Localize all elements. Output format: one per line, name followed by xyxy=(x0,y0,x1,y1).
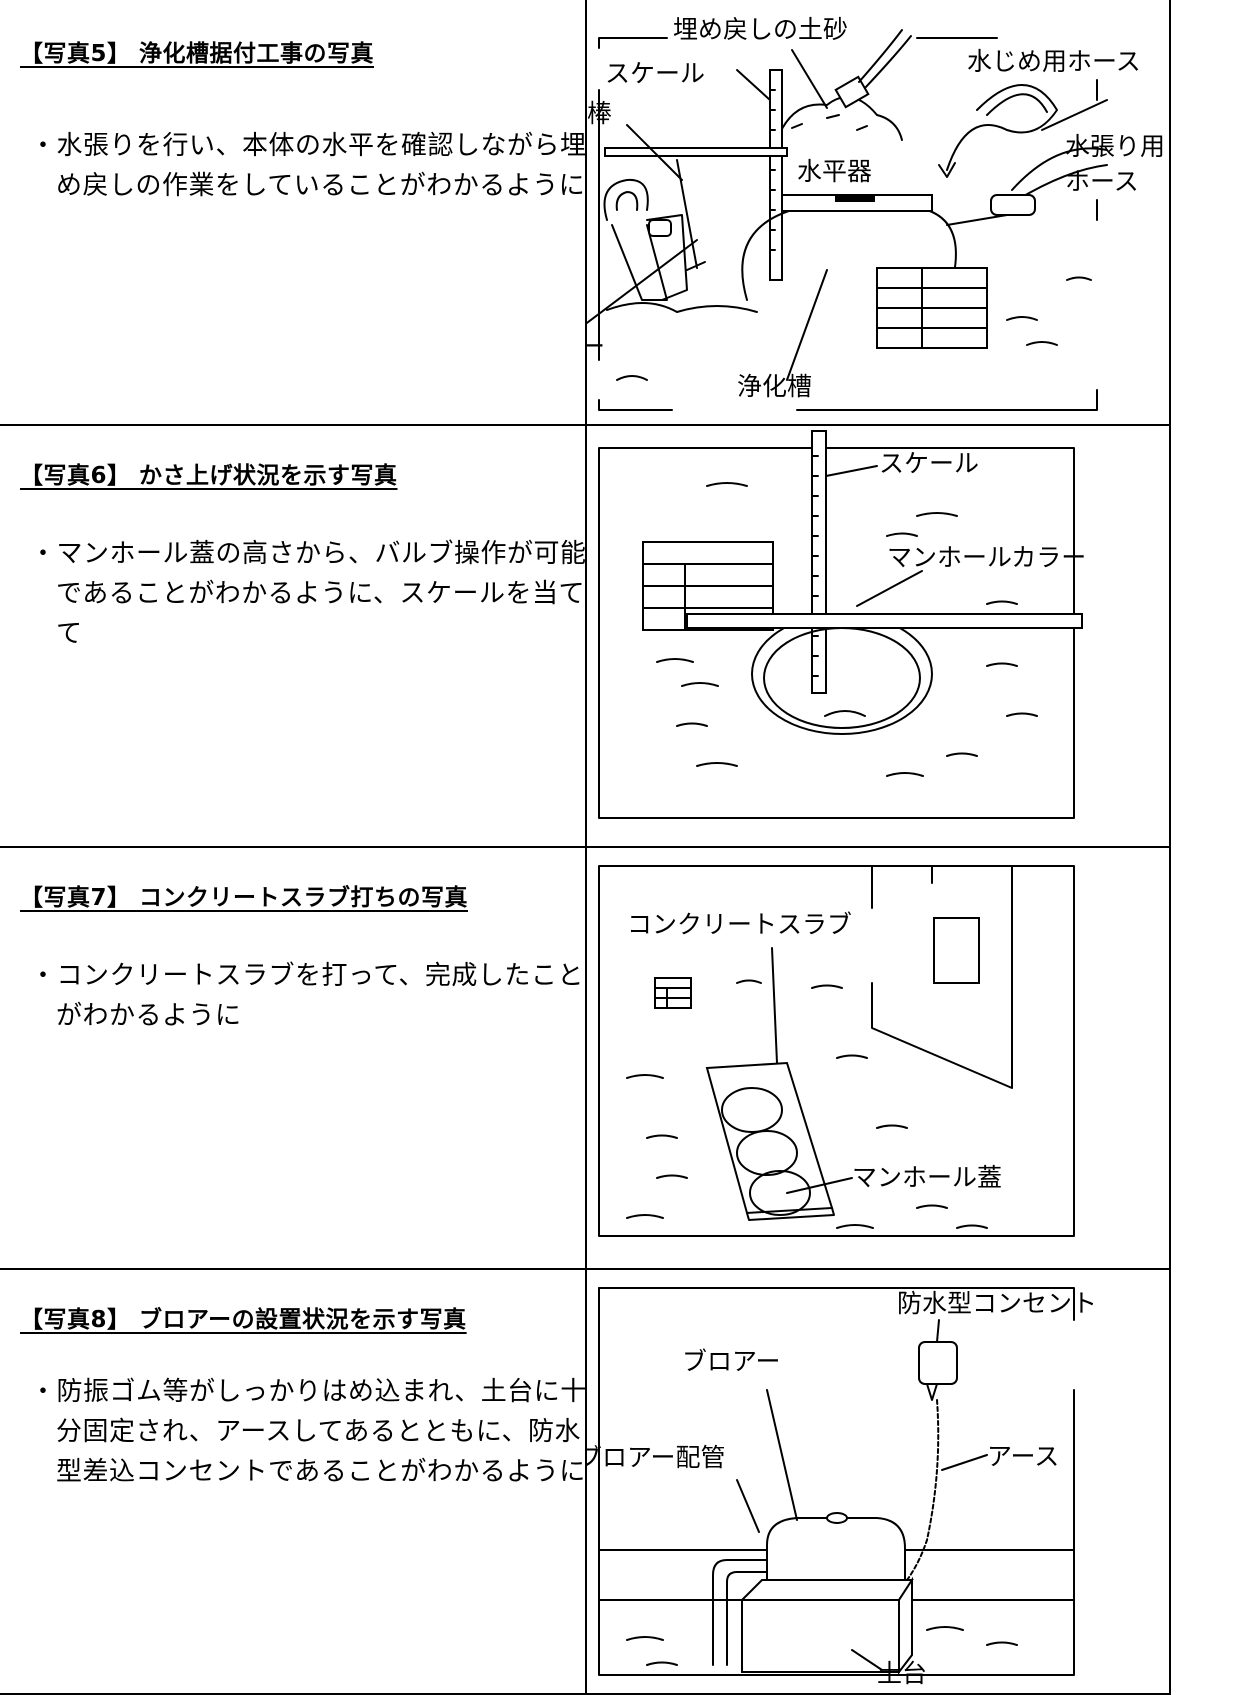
label-blower: ブロアー xyxy=(682,1347,781,1376)
label-septic-tank: 浄化槽 xyxy=(737,372,812,401)
label-waterproof-outlet: 防水型コンセント xyxy=(897,1289,1097,1318)
row-divider-3 xyxy=(0,1268,1171,1270)
section-5-description: ・水張りを行い、本体の水平を確認しながら埋め戻しの作業をしていることがわかるよう… xyxy=(30,131,587,201)
section-8-description: ・防振ゴム等がしっかりはめ込まれ、土台に十分固定され、アースしてあるとともに、防… xyxy=(30,1377,587,1487)
label-base: 土台 xyxy=(877,1659,927,1688)
label-earth: アース xyxy=(987,1442,1059,1471)
section-5-heading: 【写真5】 浄化槽据付工事の写真 xyxy=(20,41,375,67)
photo-6-illustration: スケール マンホールカラー xyxy=(598,430,1086,819)
label-backfill-soil: 埋め戻しの土砂 xyxy=(673,15,848,44)
photo-8-illustration: 防水型コンセント ブロアー ブロアー配管 アース 土台 xyxy=(587,1287,1097,1688)
label-level: 水平器 xyxy=(797,157,872,186)
photo-7-illustration: コンクリートスラブ マンホール蓋 xyxy=(598,865,1075,1237)
label-fill-hose-2: ホース xyxy=(1065,167,1139,196)
section-7-heading: 【写真7】 コンクリートスラブ打ちの写真 xyxy=(20,885,469,911)
label-water-hose: 水じめ用ホース xyxy=(967,47,1141,76)
label-scale-5: スケール xyxy=(605,59,705,88)
label-manhole-collar: マンホールカラー xyxy=(887,543,1086,572)
label-concrete-slab: コンクリートスラブ xyxy=(627,910,852,939)
label-manhole-cover: マンホール蓋 xyxy=(852,1163,1002,1192)
label-rammer: ランマー xyxy=(587,332,605,361)
label-tamping-rod: つき棒 xyxy=(587,99,612,128)
section-7-description: ・コンクリートスラブを打って、完成したことがわかるように xyxy=(30,961,584,1031)
label-scale-6: スケール xyxy=(879,449,979,478)
label-fill-hose-1: 水張り用 xyxy=(1065,132,1165,161)
photo-5-illustration: 埋め戻しの土砂 スケール つき棒 ランマー 水じめ用ホース xyxy=(587,15,1165,411)
row-divider-2 xyxy=(0,846,1171,848)
section-8-heading: 【写真8】 ブロアーの設置状況を示す写真 xyxy=(20,1307,467,1333)
label-blower-pipe: ブロアー配管 xyxy=(587,1443,726,1472)
section-6-heading: 【写真6】 かさ上げ状況を示す写真 xyxy=(20,463,398,489)
row-divider-1 xyxy=(0,424,1171,426)
section-6-description: ・マンホール蓋の高さから、バルブ操作が可能であることがわかるように、スケールを当… xyxy=(30,539,587,649)
